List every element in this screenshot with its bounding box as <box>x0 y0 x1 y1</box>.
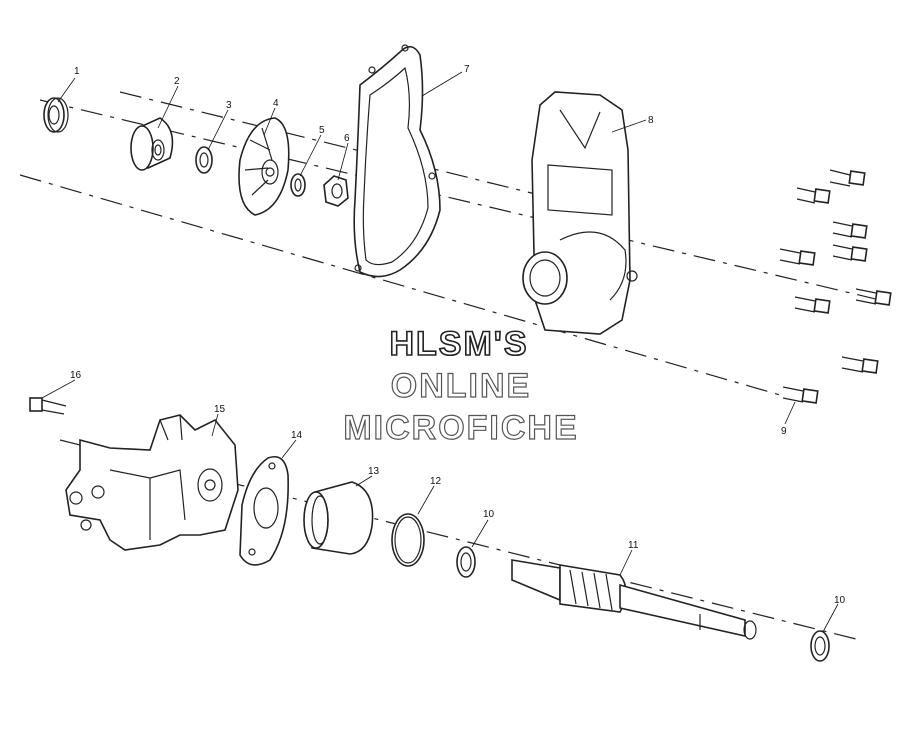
callout-7: 7 <box>464 64 470 75</box>
callout-3: 3 <box>226 100 232 111</box>
leader-lines <box>41 71 839 631</box>
callout-2: 2 <box>174 76 180 87</box>
callout-4: 4 <box>273 98 279 109</box>
callout-14: 14 <box>291 430 303 441</box>
watermark: HLSM'S ONLINE MICROFICHE <box>343 324 578 447</box>
shaft-washer-part <box>456 546 830 662</box>
callout-16: 16 <box>70 370 82 381</box>
callout-11: 11 <box>628 540 639 551</box>
cover-housing-part <box>522 91 638 335</box>
callout-8: 8 <box>648 115 654 126</box>
callout-10: 10 <box>483 509 495 520</box>
callout-numbers: 1 2 3 4 5 6 7 8 9 10 10 11 12 13 14 15 1… <box>70 64 846 606</box>
washer-part <box>195 146 213 174</box>
sleeve-part <box>303 481 374 555</box>
callout-12: 12 <box>430 476 442 487</box>
shaft-gear-part <box>511 559 757 640</box>
callout-15: 15 <box>214 404 226 415</box>
watermark-line-1: HLSM'S <box>389 325 528 363</box>
bearing-part <box>130 117 174 171</box>
centerlines <box>19 91 881 641</box>
watermark-line-3: MICROFICHE <box>343 409 578 447</box>
washer-small-part <box>290 173 306 197</box>
impeller-part <box>238 117 290 216</box>
watermark-line-2: ONLINE <box>391 367 531 405</box>
callout-9: 9 <box>781 426 787 437</box>
o-ring-part <box>391 513 425 567</box>
callout-1: 1 <box>74 66 80 77</box>
bolts-part <box>779 169 892 404</box>
callout-5: 5 <box>319 125 325 136</box>
seal-part <box>43 97 69 133</box>
pump-gasket-part <box>239 456 289 566</box>
callout-10-b: 10 <box>834 595 846 606</box>
callout-6: 6 <box>344 133 350 144</box>
nut-part <box>323 175 349 207</box>
callout-13: 13 <box>368 466 380 477</box>
bolt-small-part <box>29 397 67 415</box>
pump-housing-part <box>65 414 239 551</box>
gasket-part <box>353 44 441 278</box>
